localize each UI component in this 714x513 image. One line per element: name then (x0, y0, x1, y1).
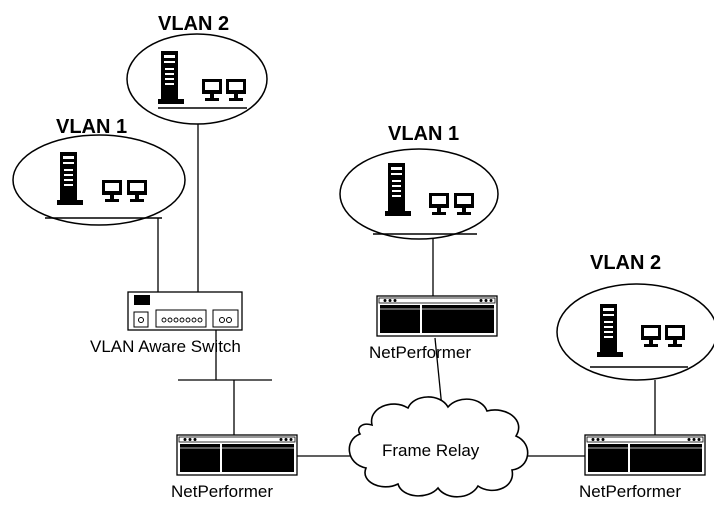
vlan-group-center-vlan1[interactable]: VLAN 1 (339, 123, 499, 240)
frame-relay-cloud[interactable]: Frame Relay (348, 396, 529, 498)
netperformer-right[interactable]: NetPerformer (579, 434, 706, 501)
vlan-label: VLAN 2 (590, 252, 661, 274)
cloud-label: Frame Relay (382, 441, 480, 460)
vlan-group-right-vlan2[interactable]: VLAN 2 (556, 252, 714, 381)
vlan-aware-switch[interactable]: VLAN Aware Switch (90, 291, 243, 356)
netperformer-label: NetPerformer (369, 343, 471, 362)
netperformer-router-icon (584, 434, 706, 476)
vlan-group-left-vlan1[interactable]: VLAN 1 (12, 116, 186, 226)
cloud-icon (348, 396, 529, 498)
vlan-group-top-vlan2[interactable]: VLAN 2 (126, 13, 268, 125)
netperformer-label: NetPerformer (579, 482, 681, 501)
netperformer-label: NetPerformer (171, 482, 273, 501)
vlan-label: VLAN 1 (56, 116, 127, 138)
netperformer-router-icon (176, 434, 298, 476)
vlan-label: VLAN 1 (388, 123, 459, 145)
link-router-cloud-top (434, 337, 443, 409)
netperformer-left[interactable]: NetPerformer (171, 434, 298, 501)
switch-label: VLAN Aware Switch (90, 337, 241, 356)
switch-icon (127, 291, 243, 331)
netperformer-top[interactable]: NetPerformer (369, 295, 498, 362)
vlan-label: VLAN 2 (158, 13, 229, 35)
netperformer-router-icon (376, 295, 498, 337)
